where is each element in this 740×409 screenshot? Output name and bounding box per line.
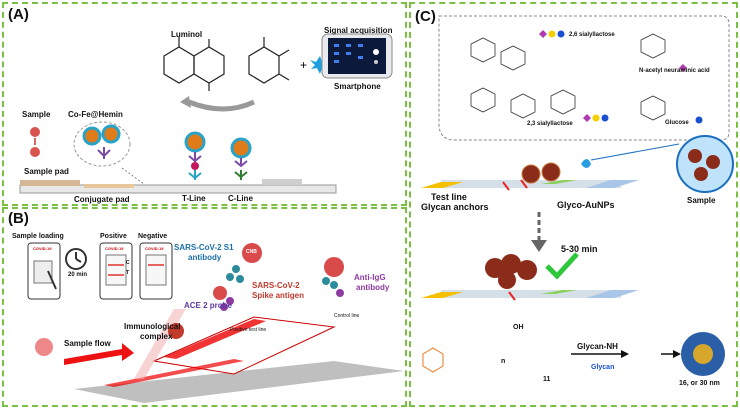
conjugate-pad-label: Conjugate pad: [74, 195, 130, 204]
test-strip-result: [441, 290, 621, 298]
aminophthalate-ring: [248, 46, 280, 84]
positive-c-mark: C: [126, 260, 130, 266]
test-line-label: Test line: [431, 192, 467, 202]
glyco-aunps-label: Glyco-AuNPs: [557, 200, 615, 210]
covid-label-1: COVID-19: [33, 246, 52, 251]
ace2-label: ACE 2 probe: [184, 301, 233, 310]
t-line-label: T-Line: [182, 194, 206, 203]
sample-drop-2: [30, 147, 40, 157]
negative-label: Negative: [138, 233, 168, 240]
cnb-particle: [242, 243, 262, 263]
glucose-label: Glucose: [665, 120, 689, 126]
antibody-icon: [97, 147, 111, 159]
control-line-label: Control line: [334, 313, 360, 319]
time-label: 5-30 min: [561, 244, 598, 254]
cofe-hemin-circle: [73, 121, 131, 167]
glycan-label: Glycan: [591, 364, 615, 371]
positive-label: Positive: [100, 233, 127, 240]
panel-c-label: (C): [415, 8, 436, 25]
virus-sample: [35, 338, 53, 356]
covid-label-3: COVID-19: [145, 246, 164, 251]
panel-a-graphics: +: [19, 33, 393, 194]
panel-b: (B) Sample loading Po: [2, 207, 407, 407]
glycan-structures-bubble: [438, 15, 730, 141]
panel-a-label: (A): [8, 6, 29, 23]
eleven-subscript-label: 11: [543, 376, 551, 383]
c-line-label: C-Line: [228, 194, 253, 203]
signal-acquisition-label: Signal acquisition: [324, 26, 393, 35]
sample-drop-1: [30, 127, 40, 137]
t-line-antibody-icon: [188, 170, 202, 180]
immunological-complex: [168, 323, 184, 339]
cofe-hemin-label: Co-Fe@Hemin: [68, 110, 123, 119]
test-strip: [19, 184, 337, 194]
panel-b-label: (B): [8, 210, 29, 227]
smartphone-label: Smartphone: [334, 82, 381, 91]
sialyllactose-23-label: 2,3 sialyllactose: [527, 121, 573, 127]
lateral-flow-strip: [74, 361, 404, 403]
reaction-arrow: [188, 99, 256, 112]
sample-flow-label: Sample flow: [64, 339, 111, 348]
sample-pad-label: Sample pad: [24, 167, 69, 176]
positive-test-line-label: Positive test line: [230, 327, 267, 333]
sars-s1-antibody-label: antibody: [188, 253, 222, 262]
sample-pad-shape: [20, 180, 80, 186]
sample-c-label: Sample: [687, 196, 716, 205]
glycan-anchors-label: Glycan anchors: [421, 202, 489, 212]
n-subscript-label: n: [501, 358, 506, 365]
sialyllactose-23-symbol: [583, 114, 609, 122]
sample-flow-arrow: [64, 343, 134, 365]
sialyllactose-26-label: 2,6 sialyllactose: [569, 32, 615, 38]
c-line-antibody-icon: [234, 170, 248, 180]
cofe-particle-1: [82, 126, 102, 146]
sample-drop-icon: [581, 159, 591, 168]
panel-c: (C): [409, 2, 738, 407]
anti-igg-particle: [324, 257, 344, 277]
readout-pad: [152, 316, 336, 375]
luminol-benzene-ring: [163, 46, 195, 84]
oh-label: OH: [513, 324, 524, 331]
luminol-hydrazide-ring: [193, 46, 225, 84]
sample-loading-label: Sample loading: [12, 233, 64, 240]
neu-acid-label: N-acetyl neuraminic acid: [639, 68, 710, 74]
immunological-label-1: Immunological: [124, 322, 181, 331]
glycan-nh2-label: Glycan-NH: [577, 342, 618, 351]
checkmark-icon: [545, 252, 579, 280]
immunological-label-2: complex: [140, 332, 173, 341]
positive-t-mark: T: [126, 270, 130, 276]
pentafluorophenyl-ring: [422, 347, 444, 373]
sars-s1-label: SARS-CoV-2 S1: [174, 243, 234, 252]
anti-igg-label-2: antibody: [356, 283, 390, 292]
cnb-label: CNB: [246, 249, 257, 255]
glucose-symbol: [695, 116, 703, 124]
luminol-label: Luminol: [171, 30, 203, 39]
panel-c-graphics: [421, 15, 734, 376]
sars-spike-label-1: SARS-CoV-2: [252, 281, 300, 290]
cofe-particle-2: [101, 124, 121, 144]
size-label: 16, or 30 nm: [679, 380, 720, 387]
timer-label: 20 min: [68, 272, 88, 278]
panel-b-graphics: [27, 242, 404, 403]
panel-a: (A) +: [2, 2, 407, 206]
neu-acid-symbol: [679, 64, 687, 72]
anti-igg-label-1: Anti-IgG: [354, 273, 386, 282]
test-strip-c: [441, 180, 621, 188]
sars-spike-label-2: Spike antigen: [252, 291, 305, 300]
covid-label-2: COVID-19: [105, 246, 124, 251]
sample-label: Sample: [22, 110, 51, 119]
sample-zoom-circle: [676, 135, 734, 193]
photon-star-icon: [310, 56, 329, 74]
sialyllactose-26-symbol: [539, 30, 565, 38]
svg-text:+: +: [300, 58, 307, 72]
